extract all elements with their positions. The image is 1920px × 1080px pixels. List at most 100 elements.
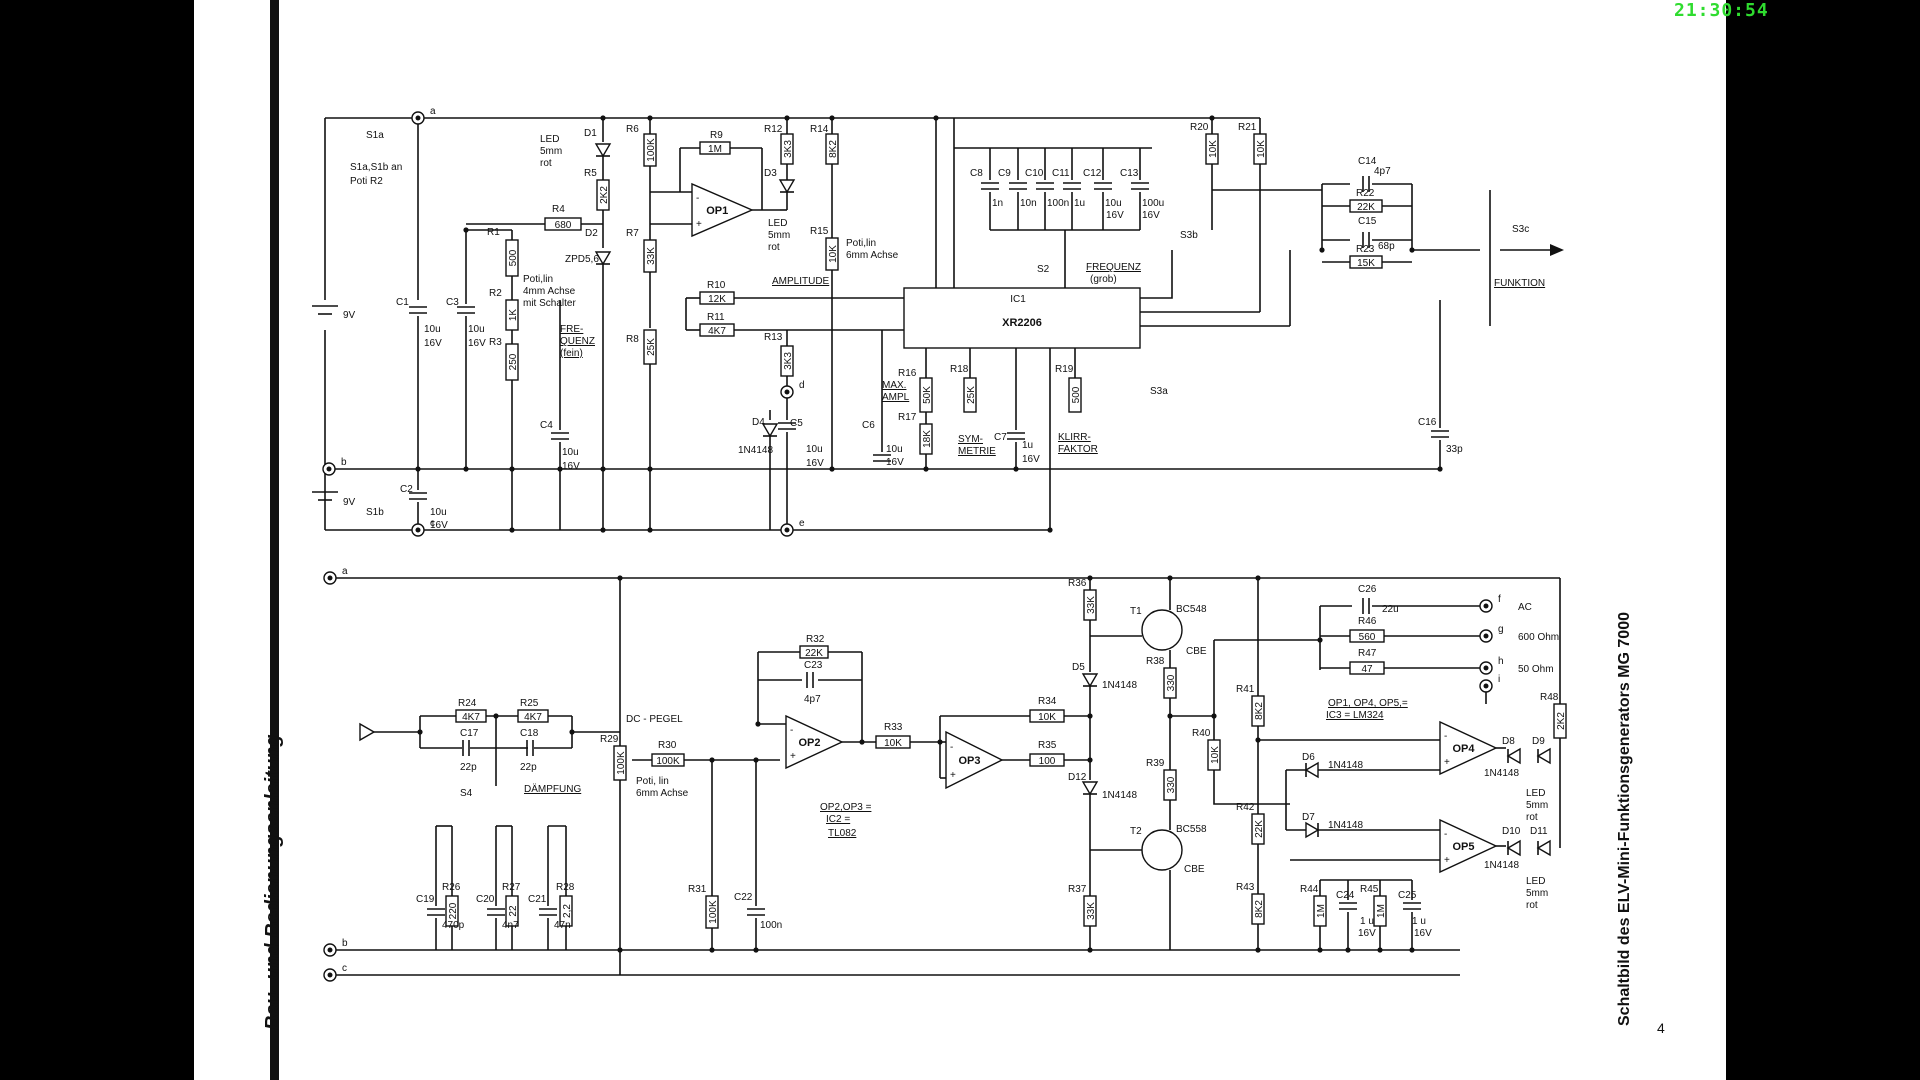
label-c9-val: 10n [1020, 198, 1037, 209]
label-poti2: 4mm Achse [523, 286, 576, 297]
resistor-r23-value: 15K [1357, 258, 1375, 269]
label-poti1: Poti,lin [523, 274, 553, 285]
resistor-r8 [643, 329, 657, 365]
resistor-r25-value: 4K7 [524, 712, 542, 723]
opamp-op1-minus: - [696, 193, 699, 204]
junction-dot [509, 527, 515, 533]
resistor-r10 [699, 291, 735, 305]
resistor-r36 [1083, 589, 1097, 621]
label-c1-val1: 10u [424, 324, 441, 335]
label-c24: C24 [1336, 890, 1355, 901]
junction-dot [1013, 466, 1019, 472]
label-led11-b: 5mm [1526, 888, 1548, 899]
terminal-a2-center [327, 575, 333, 581]
terminal-d-label: d [799, 380, 805, 391]
label-d2-val: ZPD5,6 [565, 254, 599, 265]
label-c23: C23 [804, 660, 823, 671]
label-s1a: S1a [366, 130, 384, 141]
label-c3-val1: 10u [468, 324, 485, 335]
potentiometer-r18-value: 25K [966, 386, 977, 404]
resistor-r40 [1207, 739, 1221, 771]
label-r4: R4 [552, 204, 565, 215]
label-op145-a: OP1, OP4, OP5,= [1328, 698, 1408, 709]
opamp-op5-minus: - [1444, 829, 1447, 840]
label-d8: D8 [1502, 736, 1515, 747]
junction-dot [784, 115, 790, 121]
resistor-r42-value: 22K [1254, 820, 1265, 838]
page-number: 4 [1657, 1020, 1665, 1036]
junction-dot [933, 115, 939, 121]
resistor-r30-value: 100K [656, 756, 680, 767]
potentiometer-r18 [963, 377, 977, 413]
resistor-r32 [799, 645, 829, 659]
label-c5-val1: 10u [806, 444, 823, 455]
label-c13-val2: 16V [1142, 210, 1160, 221]
resistor-r45 [1373, 895, 1387, 927]
label-r18: R18 [950, 364, 969, 375]
label-ic1: IC1 [1010, 294, 1026, 305]
junction-dot [1317, 637, 1323, 643]
junction-dot [1409, 947, 1415, 953]
opamp-op2-minus: - [790, 725, 793, 736]
resistor-r48 [1553, 703, 1567, 739]
label-cbe1: CBE [1186, 646, 1207, 657]
label-r16: R16 [898, 368, 917, 379]
junction-dot [1255, 575, 1261, 581]
label-led1-a: LED [540, 134, 559, 145]
label-r11: R11 [707, 312, 725, 323]
terminal-a-center [415, 115, 421, 121]
junction-dot [937, 739, 943, 745]
label-d6: D6 [1302, 752, 1315, 763]
label-daempfung: DÄMPFUNG [524, 783, 581, 795]
junction-dot [463, 466, 469, 472]
terminal-e-label: e [799, 518, 805, 529]
label-c16: C16 [1418, 417, 1437, 428]
resistor-r27-value: 22 [508, 905, 519, 917]
label-d5: D5 [1072, 662, 1085, 673]
label-r22: R22 [1356, 188, 1375, 199]
junction-dot [1167, 713, 1173, 719]
label-r14: R14 [810, 124, 829, 135]
junction-dot [709, 947, 715, 953]
junction-dot [417, 729, 423, 735]
terminal-f-label: f [1498, 594, 1501, 605]
label-r5: R5 [584, 168, 597, 179]
label-d6-val: 1N4148 [1328, 760, 1363, 771]
label-r6: R6 [626, 124, 639, 135]
label-c10-val: 100n [1047, 198, 1069, 209]
label-poti30b: 6mm Achse [636, 788, 689, 799]
resistor-r1 [505, 239, 519, 277]
label-c21-val: 47n [554, 920, 571, 931]
label-batt-bot: 9V [343, 497, 356, 508]
led-d3 [778, 179, 796, 194]
resistor-r41-value: 8K2 [1254, 702, 1265, 720]
resistor-r26 [445, 895, 459, 927]
label-d2: D2 [585, 228, 598, 239]
terminal-h-label: h [1498, 656, 1504, 667]
label-r41: R41 [1236, 684, 1255, 695]
label-r42: R42 [1236, 802, 1255, 813]
label-r10: R10 [707, 280, 726, 291]
label-ic1-name: XR2206 [1002, 317, 1042, 329]
resistor-r34 [1029, 709, 1065, 723]
label-s3c: S3c [1512, 224, 1529, 235]
label-c22-val: 100n [760, 920, 782, 931]
label-r25: R25 [520, 698, 539, 709]
resistor-r4 [544, 217, 582, 231]
label-c11-val: 1u [1074, 198, 1085, 209]
page-binding-bar [270, 0, 279, 1080]
label-r46: R46 [1358, 616, 1377, 627]
input-arrow [359, 722, 376, 742]
junction-dot [557, 466, 563, 472]
label-c21: C21 [528, 894, 547, 905]
opamp-op2-label: OP2 [799, 737, 821, 749]
label-c12: C12 [1083, 168, 1102, 179]
resistor-r5 [596, 179, 610, 211]
resistor-r33-value: 10K [884, 738, 902, 749]
label-maxampl2: AMPL [882, 392, 910, 403]
resistor-r42 [1251, 813, 1265, 845]
label-r37: R37 [1068, 884, 1087, 895]
label-funktion: FUNKTION [1494, 278, 1545, 289]
label-t1: T1 [1130, 606, 1142, 617]
resistor-r12 [780, 133, 794, 165]
